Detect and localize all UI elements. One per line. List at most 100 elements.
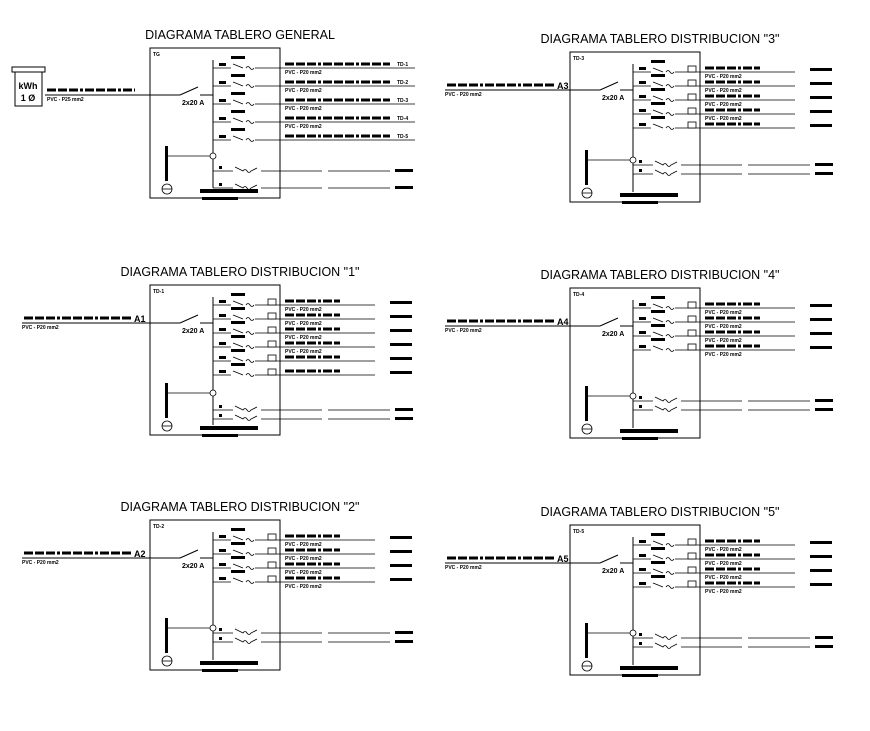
panel-tag: TD-5 xyxy=(573,529,584,535)
circuit-load-tag xyxy=(810,332,832,335)
panel-spec-subtag xyxy=(622,201,658,204)
feed-id-label: A4 xyxy=(557,317,569,327)
circuit-line xyxy=(213,370,375,377)
circuit-cable-label: PVC - P20 mm2 xyxy=(705,74,742,80)
panel-spec-subtag xyxy=(622,674,658,677)
circuit-line xyxy=(633,568,795,575)
spare-load-tag xyxy=(815,408,833,411)
circuit-cable-label: PVC - P20 mm2 xyxy=(705,352,742,358)
circuit-id-tag xyxy=(639,582,646,585)
panel-spec-tag xyxy=(620,666,678,670)
feed-id-label: A5 xyxy=(557,554,569,564)
main-breaker-rating: 2x20 A xyxy=(182,563,204,570)
panel-td5: DIAGRAMA TABLERO DISTRIBUCION "5"TD-5PVC… xyxy=(445,505,833,677)
panel-td3: DIAGRAMA TABLERO DISTRIBUCION "3"TD-3PVC… xyxy=(445,32,833,204)
contactor-icon xyxy=(267,326,277,334)
spare-circuit-line xyxy=(633,169,810,176)
feed-id-label: A1 xyxy=(134,314,146,324)
main-breaker-rating: 2x20 A xyxy=(182,100,204,107)
circuit-breaker-tag xyxy=(231,321,245,324)
circuit-load-tag xyxy=(810,541,832,544)
spare-circuit-line xyxy=(213,637,390,644)
feed-cable-label: PVC - P20 mm2 xyxy=(445,92,482,98)
circuit-cable-label: PVC - P20 mm2 xyxy=(285,88,322,94)
feed-cable-label: PVC - P20 mm2 xyxy=(445,328,482,334)
spare-id-tag xyxy=(639,396,642,399)
circuit-breaker-tag xyxy=(651,338,665,341)
circuit-id-tag xyxy=(639,123,646,126)
circuit-id-tag xyxy=(219,370,226,373)
circuit-cable-label: PVC - P20 mm2 xyxy=(705,310,742,316)
main-breaker-rating: 2x20 A xyxy=(602,95,624,102)
circuit-line xyxy=(633,540,795,547)
feed-cable-label: PVC - P20 mm2 xyxy=(22,325,59,331)
circuit-line xyxy=(633,109,795,116)
circuit-load-tag xyxy=(810,68,832,71)
spare-circuit-line xyxy=(213,166,390,173)
ground-bar xyxy=(585,623,588,658)
circuit-load-tag xyxy=(390,343,412,346)
spare-id-tag xyxy=(639,160,642,163)
spare-id-tag xyxy=(219,405,222,408)
contactor-icon xyxy=(687,580,697,588)
spare-circuit-line xyxy=(213,414,390,421)
circuit-output-label: TD-1 xyxy=(397,62,408,68)
circuit-breaker-tag xyxy=(231,335,245,338)
circuit-line xyxy=(213,563,375,570)
circuit-id-tag xyxy=(219,342,226,345)
ground-bar xyxy=(165,146,168,181)
circuit-line xyxy=(633,554,795,561)
contactor-icon xyxy=(267,547,277,555)
meter-body xyxy=(14,71,43,107)
spare-id-tag xyxy=(639,405,642,408)
circuit-id-tag xyxy=(219,63,226,66)
circuit-cable-label: PVC - P20 mm2 xyxy=(705,324,742,330)
circuit-cable-label: PVC - P20 mm2 xyxy=(285,321,322,327)
meter-phase: 1 Ø xyxy=(21,93,36,103)
spare-circuit-line xyxy=(633,396,810,403)
panel-title: DIAGRAMA TABLERO DISTRIBUCION "3" xyxy=(540,32,779,46)
circuit-breaker-tag xyxy=(651,324,665,327)
panel-title: DIAGRAMA TABLERO DISTRIBUCION "2" xyxy=(120,500,359,514)
circuit-load-tag xyxy=(810,110,832,113)
panel-tag: TD-1 xyxy=(153,289,164,295)
circuit-breaker-tag xyxy=(231,56,245,59)
spare-id-tag xyxy=(219,183,222,186)
contactor-icon xyxy=(687,121,697,129)
contactor-icon xyxy=(267,561,277,569)
panel-enclosure xyxy=(569,287,701,439)
circuit-load-tag xyxy=(810,583,832,586)
circuit-output-label: TD-5 xyxy=(397,134,408,140)
circuit-breaker-tag xyxy=(231,528,245,531)
circuit-line xyxy=(633,345,795,352)
circuit-cable-label: PVC - P20 mm2 xyxy=(285,542,322,548)
circuit-cable-label: PVC - P20 mm2 xyxy=(705,547,742,553)
circuit-load-tag xyxy=(390,536,412,539)
circuit-id-tag xyxy=(639,109,646,112)
ground-node-icon xyxy=(209,624,217,632)
spare-load-tag xyxy=(395,417,413,420)
circuit-line xyxy=(213,577,375,584)
feed-cable-label: PVC - P25 mm2 xyxy=(47,97,84,103)
circuit-load-tag xyxy=(390,578,412,581)
main-breaker-rating: 2x20 A xyxy=(602,331,624,338)
circuit-load-tag xyxy=(390,550,412,553)
feed-cable-label: PVC - P20 mm2 xyxy=(445,565,482,571)
circuit-id-tag xyxy=(639,568,646,571)
circuit-line xyxy=(213,328,375,335)
circuit-load-tag xyxy=(390,329,412,332)
circuit-id-tag xyxy=(639,331,646,334)
circuit-cable-label: PVC - P20 mm2 xyxy=(285,335,322,341)
panel-spec-subtag xyxy=(622,437,658,440)
panel-title: DIAGRAMA TABLERO DISTRIBUCION "4" xyxy=(540,268,779,282)
spare-load-tag xyxy=(395,640,413,643)
contactor-icon xyxy=(687,315,697,323)
circuit-load-tag xyxy=(810,96,832,99)
spare-id-tag xyxy=(219,628,222,631)
contactor-icon xyxy=(687,301,697,309)
circuit-breaker-tag xyxy=(231,92,245,95)
circuit-cable-label: PVC - P20 mm2 xyxy=(705,338,742,344)
spare-circuit-line xyxy=(633,633,810,640)
main-breaker-rating: 2x20 A xyxy=(182,328,204,335)
